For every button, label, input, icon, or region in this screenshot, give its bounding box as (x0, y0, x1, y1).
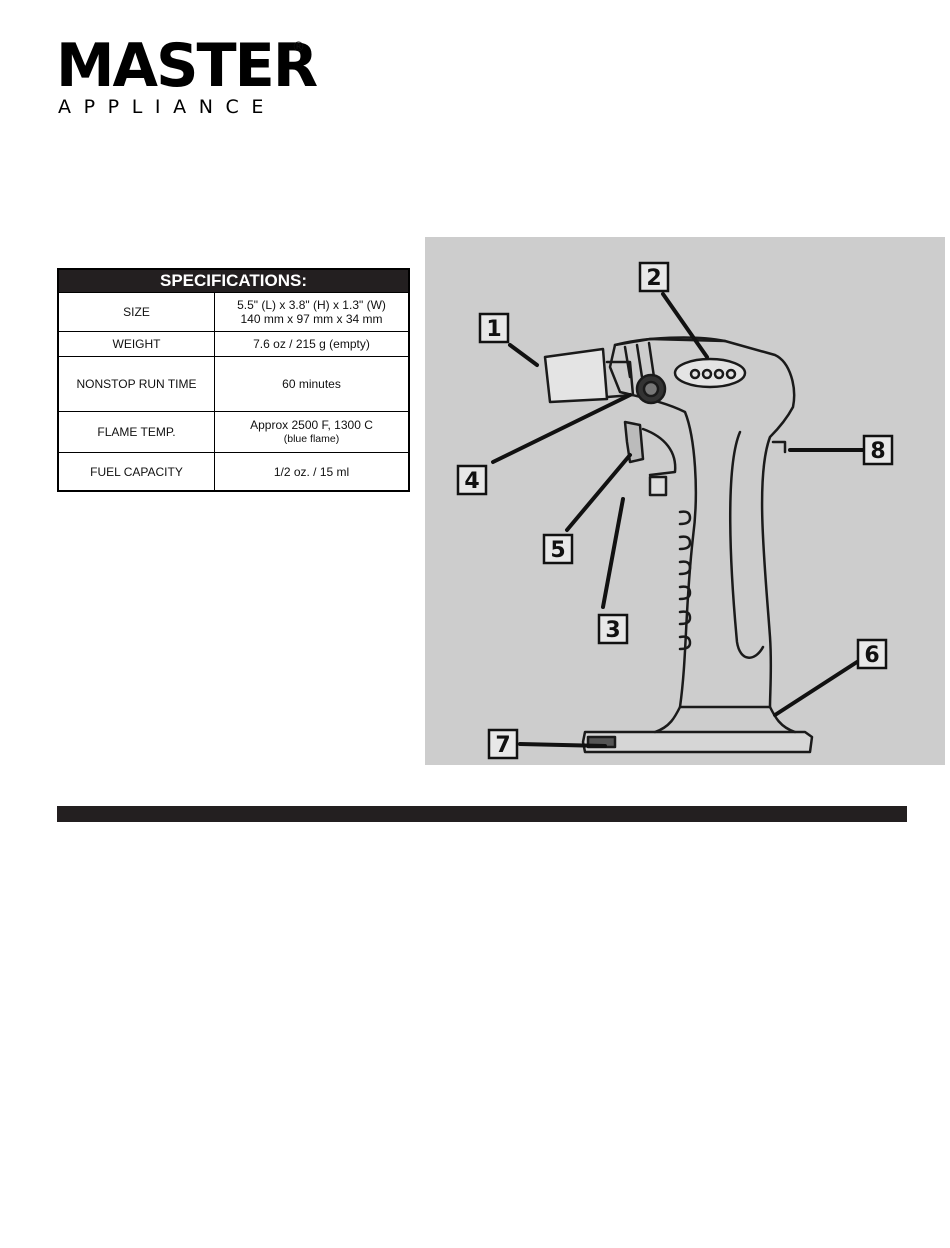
callout-6: 6 (858, 640, 886, 668)
callout-7-label: 7 (495, 733, 510, 758)
spec-label: WEIGHT (59, 332, 215, 356)
spec-row-fuel-capacity: FUEL CAPACITY 1/2 oz. / 15 ml (59, 452, 408, 490)
specifications-table: SPECIFICATIONS: SIZE 5.5" (L) x 3.8" (H)… (57, 268, 410, 492)
lock-button (650, 477, 666, 495)
spec-value: 60 minutes (215, 357, 408, 411)
spec-row-size: SIZE 5.5" (L) x 3.8" (H) x 1.3" (W) 140 … (59, 292, 408, 331)
logo-subtitle: APPLIANCE (58, 97, 276, 117)
spec-value-line1: 7.6 oz / 215 g (empty) (253, 337, 370, 351)
callout-6-label: 6 (864, 643, 879, 668)
spec-value-line1: 60 minutes (282, 377, 341, 391)
spec-value-line1: 1/2 oz. / 15 ml (274, 465, 349, 479)
registered-mark: ® (292, 40, 305, 55)
callout-1: 1 (480, 314, 508, 342)
spec-value-line2: 140 mm x 97 mm x 34 mm (240, 312, 382, 326)
callout-3-label: 3 (605, 618, 620, 643)
spec-value-line1: Approx 2500 F, 1300 C (250, 418, 373, 432)
callout-4: 4 (458, 466, 486, 494)
section-divider-bar (57, 806, 907, 822)
spec-value-line1: 5.5" (L) x 3.8" (H) x 1.3" (W) (237, 298, 386, 312)
callout-7: 7 (489, 730, 517, 758)
callout-3: 3 (599, 615, 627, 643)
callout-4-label: 4 (464, 469, 479, 494)
spec-label: SIZE (59, 293, 215, 331)
callout-8: 8 (864, 436, 892, 464)
torch-illustration: 1 2 3 4 5 6 7 (425, 237, 945, 765)
spec-value: Approx 2500 F, 1300 C (blue flame) (215, 412, 408, 452)
callout-5-label: 5 (550, 538, 565, 563)
spec-value: 7.6 oz / 215 g (empty) (215, 332, 408, 356)
torch-base (583, 732, 812, 752)
spec-row-run-time: NONSTOP RUN TIME 60 minutes (59, 356, 408, 411)
callout-8-label: 8 (870, 439, 885, 464)
spec-value-line2: (blue flame) (284, 432, 339, 446)
spec-value: 5.5" (L) x 3.8" (H) x 1.3" (W) 140 mm x … (215, 293, 408, 331)
callout-1-label: 1 (486, 317, 501, 342)
spec-value: 1/2 oz. / 15 ml (215, 453, 408, 490)
refill-valve (773, 442, 785, 452)
specifications-title: SPECIFICATIONS: (59, 270, 408, 292)
callout-5: 5 (544, 535, 572, 563)
spec-label: NONSTOP RUN TIME (59, 357, 215, 411)
callout-2: 2 (640, 263, 668, 291)
spec-label: FLAME TEMP. (59, 412, 215, 452)
master-appliance-logo: MASTER ® APPLIANCE (56, 36, 306, 116)
callout-2-label: 2 (646, 266, 661, 291)
torch-diagram: 1 2 3 4 5 6 7 (425, 237, 945, 765)
torch-nozzle (545, 349, 607, 402)
spec-row-flame-temp: FLAME TEMP. Approx 2500 F, 1300 C (blue … (59, 411, 408, 452)
logo-brand-text: MASTER (56, 36, 316, 96)
spec-row-weight: WEIGHT 7.6 oz / 215 g (empty) (59, 331, 408, 356)
spec-label: FUEL CAPACITY (59, 453, 215, 490)
